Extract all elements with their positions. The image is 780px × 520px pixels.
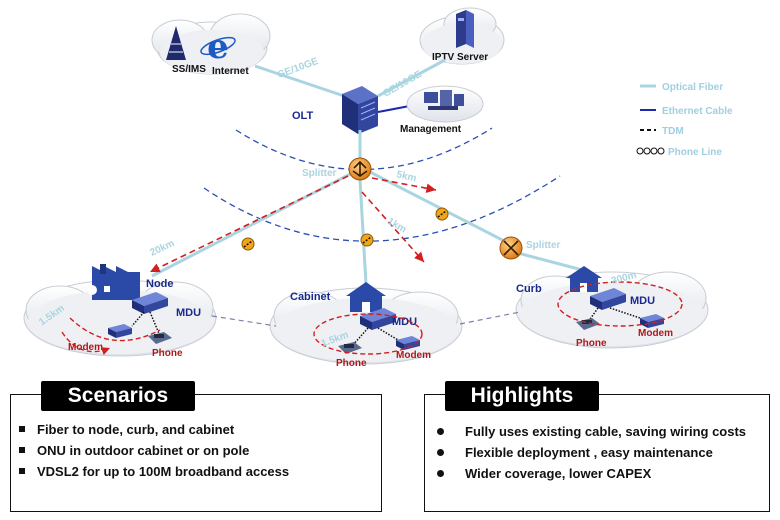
iptv-server-icon: [456, 10, 474, 48]
highlight-text: Fully uses existing cable, saving wiring…: [465, 424, 747, 439]
phone-curb-label: Phone: [576, 338, 607, 349]
bullet-dot-icon: [437, 449, 444, 456]
distance-5km: 5km: [395, 169, 417, 184]
traffic-arrow-cabinet: [361, 191, 425, 263]
highlight-item: Wider coverage, lower CAPEX: [425, 465, 769, 482]
node-coverage-arc: [69, 317, 161, 342]
mdu-curb-label: MDU: [630, 295, 655, 307]
scenario-item: ONU in outdoor cabinet or on pole: [11, 442, 381, 459]
tdm-marker-cabinet: [360, 233, 374, 247]
phone-line-node-phone: [149, 311, 161, 337]
uplink-left-label: GE/10GE: [276, 56, 320, 81]
distance-20km: 20km: [148, 238, 176, 259]
scenarios-title: Scenarios: [41, 381, 195, 411]
distance-1km: 1km: [385, 216, 408, 236]
legend: Optical Fiber Ethernet Cable TDM Phone L…: [636, 82, 733, 158]
svg-text:e: e: [207, 27, 229, 67]
fiber-to-curb: [513, 250, 591, 274]
bullet-square-icon: [19, 447, 25, 453]
bullet-dot-icon: [437, 470, 444, 477]
uplink-fiber-left: [254, 64, 351, 100]
node-cabinet-link: [211, 315, 277, 327]
highlights-list: Fully uses existing cable, saving wiring…: [425, 423, 769, 486]
fiber-to-cabinet: [358, 179, 368, 285]
highlight-item: Flexible deployment , easy maintenance: [425, 444, 769, 461]
ss-ims-label: SS/IMS: [172, 64, 206, 75]
bullet-dot-icon: [437, 428, 444, 435]
mdu-cabinet-label: MDU: [392, 316, 417, 328]
phone-cabinet-label: Phone: [336, 358, 367, 369]
iptv-server-label: IPTV Server: [432, 52, 488, 63]
uplink-fiber-right: [377, 58, 446, 98]
modem-node-icon: [108, 324, 132, 338]
scenarios-list: Fiber to node, curb, and cabinet ONU in …: [11, 421, 381, 484]
curb-coverage-ring: [557, 281, 683, 327]
curb-label: Curb: [516, 283, 542, 295]
scenario-text: VDSL2 for up to 100M broadband access: [37, 464, 290, 479]
mdu-curb-icon: [590, 288, 626, 310]
legend-tdm: TDM: [662, 126, 684, 137]
modem-cabinet-label: Modem: [396, 350, 431, 361]
cabinet-label: Cabinet: [290, 291, 331, 303]
mdu-node-icon: [132, 292, 168, 314]
modem-curb-icon: [640, 314, 664, 328]
scenario-item: Fiber to node, curb, and cabinet: [11, 421, 381, 438]
legend-phone-line: Phone Line: [668, 147, 722, 158]
management-icon: [424, 90, 464, 110]
node-label: Node: [146, 278, 174, 290]
legend-optical-fiber: Optical Fiber: [662, 82, 723, 93]
highlights-panel: Highlights Fully uses existing cable, sa…: [424, 381, 770, 512]
scenario-text: Fiber to node, curb, and cabinet: [37, 422, 235, 437]
cabinet-curb-link: [459, 311, 521, 325]
legend-ethernet-cable: Ethernet Cable: [662, 106, 733, 117]
phone-node-label: Phone: [152, 348, 183, 359]
ss-ims-icon: [166, 26, 186, 60]
range-arc-outer: [203, 175, 561, 242]
tdm-marker-node: [241, 237, 255, 251]
olt-label: OLT: [292, 110, 313, 122]
splitter-curb-label: Splitter: [526, 240, 561, 251]
bullet-square-icon: [19, 468, 25, 474]
internet-icon: e: [200, 27, 236, 67]
scenario-text: ONU in outdoor cabinet or on pole: [37, 443, 250, 458]
legend-phone-swatch: [636, 147, 665, 155]
network-diagram: e SS/IMS Internet IPTV Server GE/10GE GE…: [23, 7, 733, 369]
phone-cabinet-icon: [338, 342, 362, 354]
cabinet-house-icon: [346, 282, 386, 312]
phone-line-node-modem: [131, 311, 145, 327]
tdm-marker-curb: [435, 207, 449, 221]
bullet-square-icon: [19, 426, 25, 432]
cabinet-coverage-ring: [313, 313, 423, 355]
fiber-to-node: [151, 168, 359, 278]
internet-label: Internet: [212, 66, 249, 77]
traffic-arrow-node: [149, 175, 349, 273]
node-building-icon: [87, 264, 140, 300]
splitter-main-icon: [348, 157, 372, 181]
modem-node-label: Modem: [68, 342, 103, 353]
highlight-item: Fully uses existing cable, saving wiring…: [425, 423, 769, 440]
traffic-arrow-curb: [371, 177, 437, 193]
splitter-main-label: Splitter: [302, 168, 337, 179]
phone-line-cabinet-modem: [377, 327, 399, 341]
mdu-node-label: MDU: [176, 307, 201, 319]
curb-house-icon: [566, 266, 602, 292]
phone-line-curb-modem: [609, 307, 641, 319]
modem-curb-label: Modem: [638, 328, 673, 339]
highlights-title: Highlights: [445, 381, 599, 411]
scenario-item: VDSL2 for up to 100M broadband access: [11, 463, 381, 480]
node-modem-arrow: [61, 331, 111, 356]
scenarios-panel: Scenarios Fiber to node, curb, and cabin…: [10, 381, 382, 512]
phone-line-cabinet-phone: [351, 327, 369, 347]
highlight-text: Wider coverage, lower CAPEX: [465, 466, 652, 481]
phone-node-icon: [148, 332, 172, 344]
splitter-curb-icon: [499, 236, 523, 260]
highlight-text: Flexible deployment , easy maintenance: [465, 445, 713, 460]
management-label: Management: [400, 124, 462, 135]
olt-icon: [342, 86, 378, 134]
